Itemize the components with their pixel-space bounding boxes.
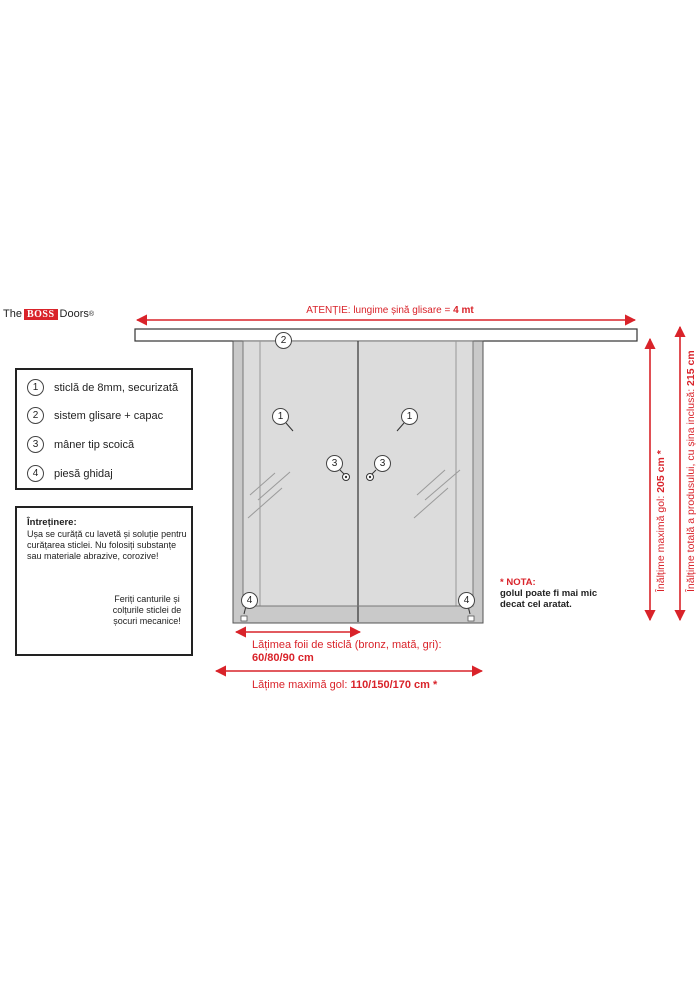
callout-rail: 2 xyxy=(275,332,292,349)
total-height-text: Înălțime totală a produsului, cu șina in… xyxy=(685,350,697,592)
callout-handle-left: 3 xyxy=(326,455,343,472)
maintenance-box: Întreținere: Ușa se curăță cu lavetă și … xyxy=(15,506,193,656)
max-height-label: Înălțime maximă gol: xyxy=(655,492,667,592)
max-height-value: 205 cm * xyxy=(655,450,667,493)
max-width-label: Lățime maximă gol: xyxy=(252,679,351,691)
legend-item: 4 piesă ghidaj xyxy=(27,465,113,482)
nota-title: * NOTA: xyxy=(500,577,536,588)
max-height-text: Înălțime maximă gol: 205 cm * xyxy=(655,450,667,592)
logo-brand: BOSS xyxy=(23,308,58,320)
maintenance-title: Întreținere: xyxy=(27,517,77,528)
legend-label: piesă ghidaj xyxy=(54,467,113,480)
legend-number: 3 xyxy=(27,436,44,453)
glass-leaf-right xyxy=(357,340,474,607)
brand-logo: The BOSS Doors ® xyxy=(3,308,94,320)
glass-width-value: 60/80/90 cm xyxy=(252,652,314,664)
total-height-value: 215 cm xyxy=(685,350,697,386)
nota-block: * NOTA: golul poate fi mai mic decat cel… xyxy=(500,577,597,610)
logo-registered: ® xyxy=(88,310,95,318)
callout-glass-right: 1 xyxy=(401,408,418,425)
rail-length-value: 4 mt xyxy=(453,305,474,316)
sliding-rail xyxy=(134,328,638,342)
rail-length-label: ATENȚIE: lungime șină glisare = xyxy=(306,305,454,316)
legend-item: 3 mâner tip scoică xyxy=(27,436,134,453)
legend-item: 1 sticlă de 8mm, securizată xyxy=(27,379,178,396)
callout-glass-left: 1 xyxy=(272,408,289,425)
max-width-value: 110/150/170 cm * xyxy=(350,679,438,691)
callout-guide-right: 4 xyxy=(458,592,475,609)
total-height-label: Înălțime totală a produsului, cu șina in… xyxy=(685,385,697,592)
rail-length-note: ATENȚIE: lungime șină glisare = 4 mt xyxy=(150,305,630,316)
legend-number: 1 xyxy=(27,379,44,396)
maintenance-text: Ușa se curăță cu lavetă și soluție pentr… xyxy=(27,529,187,561)
maintenance-warning: Feriți canturile și colțurile sticlei de… xyxy=(112,594,182,626)
legend-label: mâner tip scoică xyxy=(54,438,135,451)
floor-guide-right xyxy=(467,615,475,622)
callout-guide-left: 4 xyxy=(241,592,258,609)
logo-prefix: The xyxy=(3,308,22,320)
callout-handle-right: 3 xyxy=(374,455,391,472)
floor-guide-left xyxy=(240,615,248,622)
glass-width-label: Lățimea foii de sticlă (bronz, mată, gri… xyxy=(252,639,442,651)
max-width-text: Lățime maximă gol: 110/150/170 cm * xyxy=(252,679,437,691)
legend-number: 4 xyxy=(27,465,44,482)
logo-suffix: Doors xyxy=(59,308,89,320)
legend-label: sistem glisare + capac xyxy=(54,409,164,422)
legend-box: 1 sticlă de 8mm, securizată 2 sistem gli… xyxy=(15,368,193,490)
legend-number: 2 xyxy=(27,407,44,424)
nota-line1: golul poate fi mai mic xyxy=(500,588,598,599)
legend-item: 2 sistem glisare + capac xyxy=(27,407,163,424)
legend-label: sticlă de 8mm, securizată xyxy=(54,381,179,394)
nota-line2: decat cel aratat. xyxy=(500,599,572,610)
